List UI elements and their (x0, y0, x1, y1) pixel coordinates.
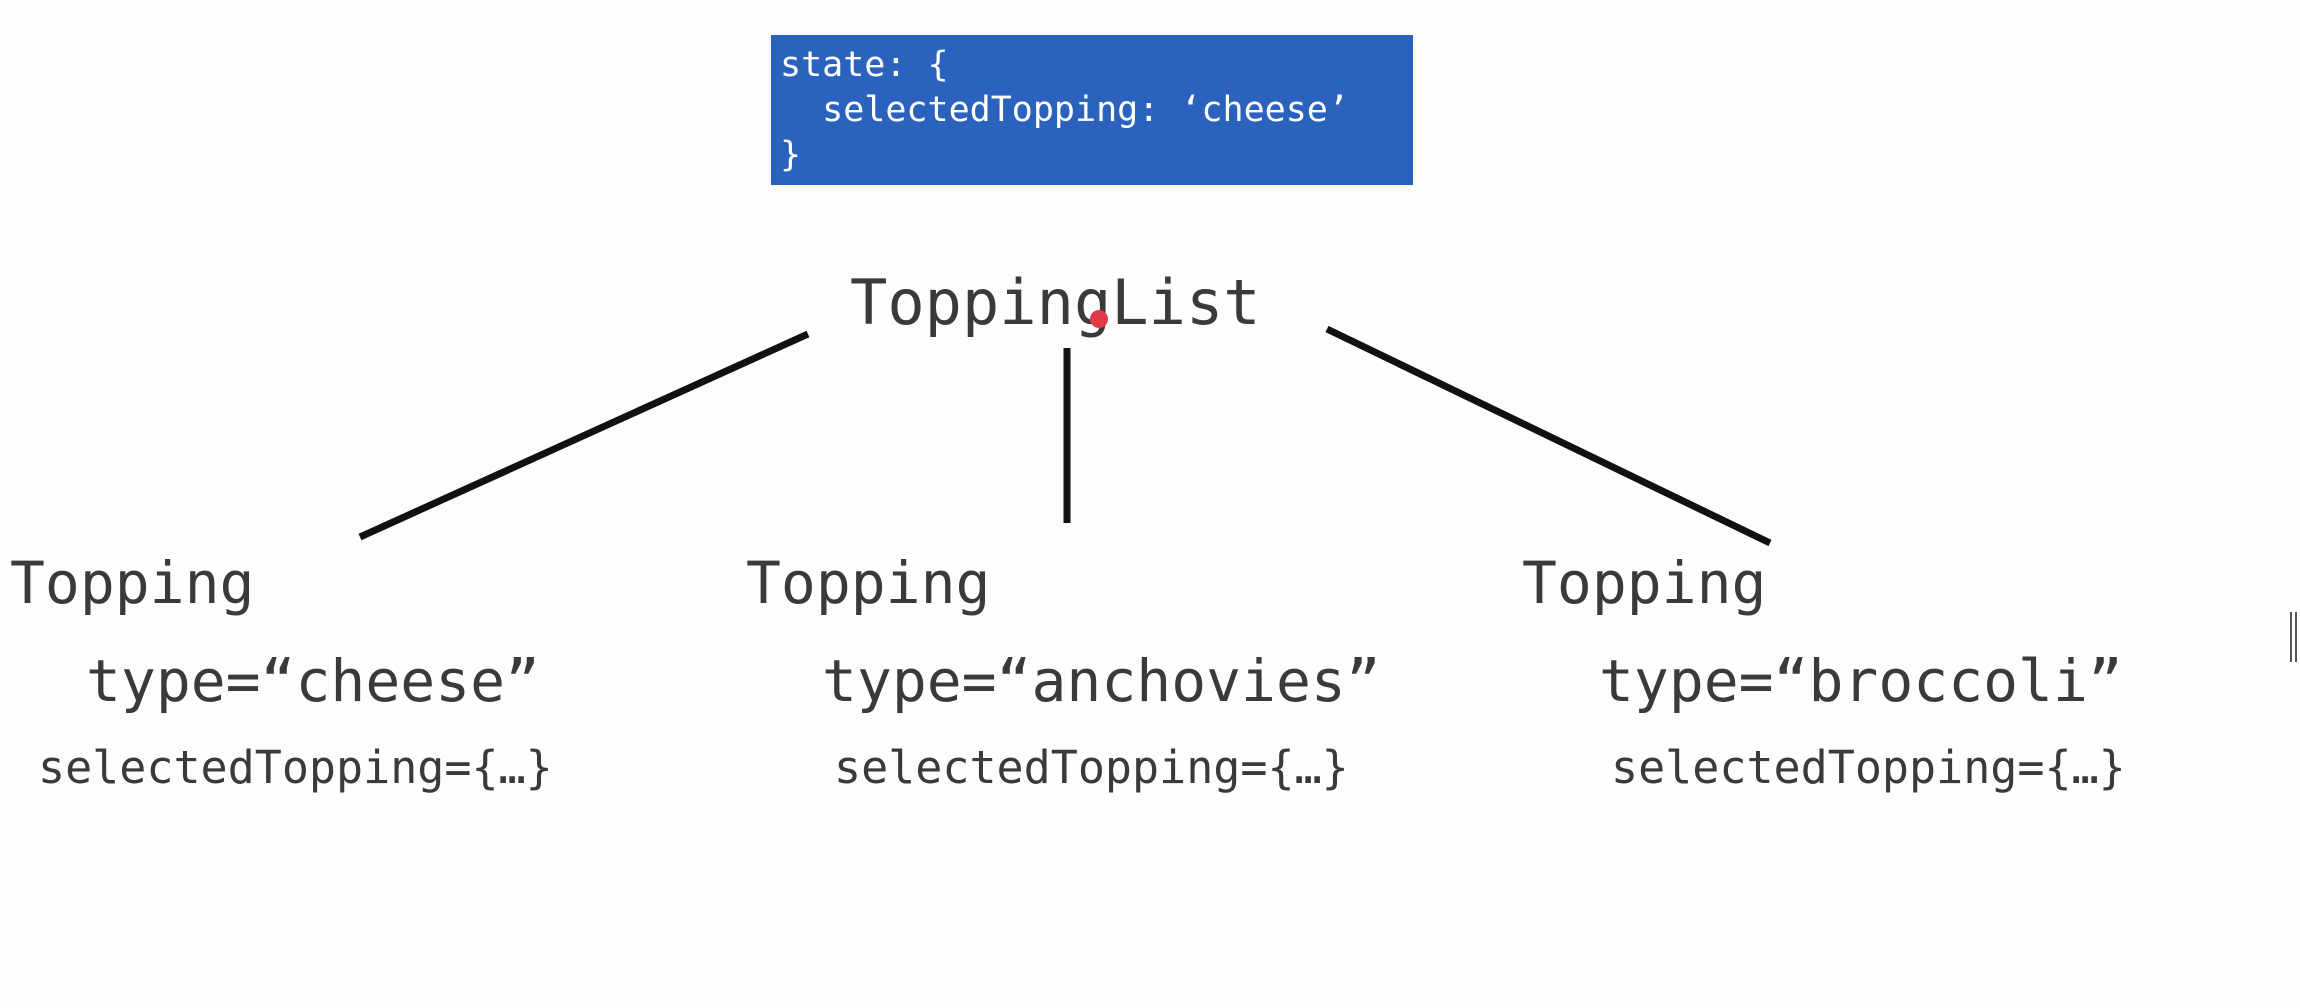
root-node-label: ToppingList (850, 266, 1261, 339)
child-node-type-prop: type=“broccoli” (1599, 647, 2123, 715)
child-node-name: Topping (10, 549, 255, 617)
state-box: state: { selectedTopping: ‘cheese’ } (771, 35, 1413, 185)
child-node-name: Topping (1522, 549, 1767, 617)
pointer-dot (1090, 310, 1108, 328)
edge-handle-bar (2290, 612, 2292, 662)
edge-handle-bar (2295, 612, 2297, 662)
child-node-type-prop: type=“anchovies” (822, 647, 1381, 715)
state-line-close: } (780, 135, 802, 175)
child-node-name: Topping (746, 549, 991, 617)
child-node-selected-prop: selectedTopping={…} (38, 741, 553, 794)
child-node-selected-prop: selectedTopping={…} (1611, 741, 2126, 794)
connector-right (1325, 325, 1772, 547)
child-node-type-prop: type=“cheese” (86, 647, 540, 715)
state-line-selected-topping: selectedTopping: ‘cheese’ (780, 90, 1349, 130)
state-line-open: state: { (780, 45, 949, 85)
child-node-selected-prop: selectedTopping={…} (834, 741, 1349, 794)
connector-left (358, 330, 810, 541)
